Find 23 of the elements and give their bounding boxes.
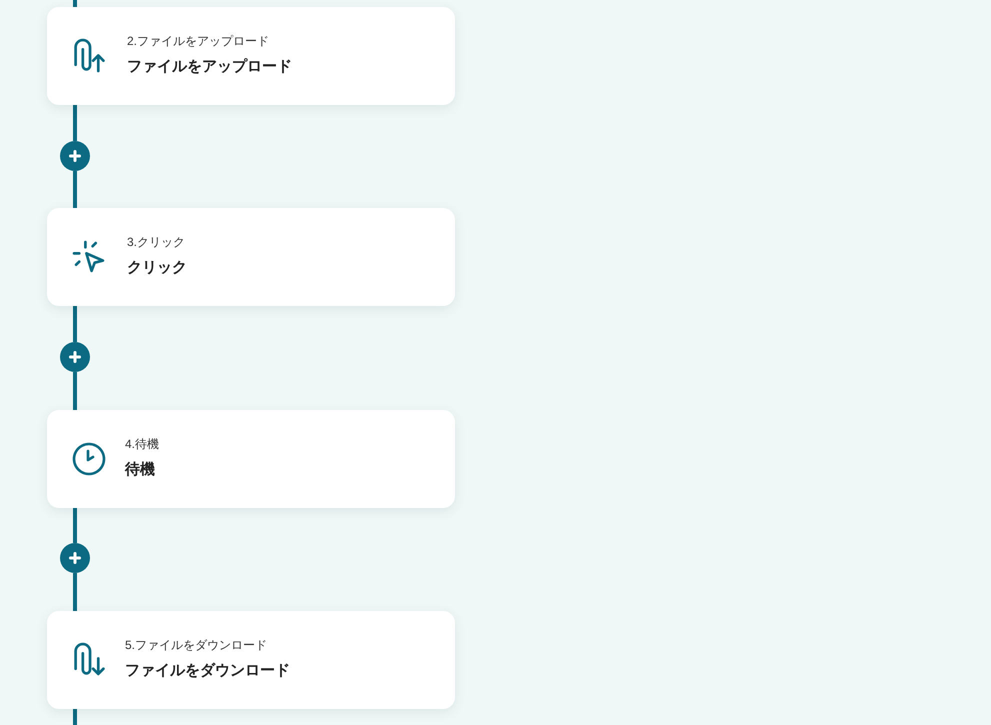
step-card <box>47 410 455 508</box>
step-title: ファイルをアップロード <box>127 57 292 77</box>
connector-line <box>73 171 77 208</box>
step-label: 4.待機 <box>125 436 160 452</box>
add-step-button <box>60 141 90 171</box>
add-step-button <box>60 342 90 372</box>
step-label: 5.ファイルをダウンロード <box>125 637 268 653</box>
connector-line <box>73 709 77 725</box>
connector-line <box>73 508 77 543</box>
connector-line <box>73 573 77 611</box>
connector-line <box>73 0 77 7</box>
step-title: 待機 <box>125 460 155 480</box>
connector-line <box>73 306 77 342</box>
add-step-button <box>60 543 90 573</box>
step-card <box>47 611 455 709</box>
step-label: 2.ファイルをアップロード <box>127 33 270 49</box>
connector-line <box>73 372 77 410</box>
step-label: 3.クリック <box>127 234 186 250</box>
step-title: ファイルをダウンロード <box>125 661 290 681</box>
step-card <box>47 7 455 105</box>
connector-line <box>73 105 77 141</box>
step-card <box>47 208 455 306</box>
step-title: クリック <box>127 258 187 278</box>
